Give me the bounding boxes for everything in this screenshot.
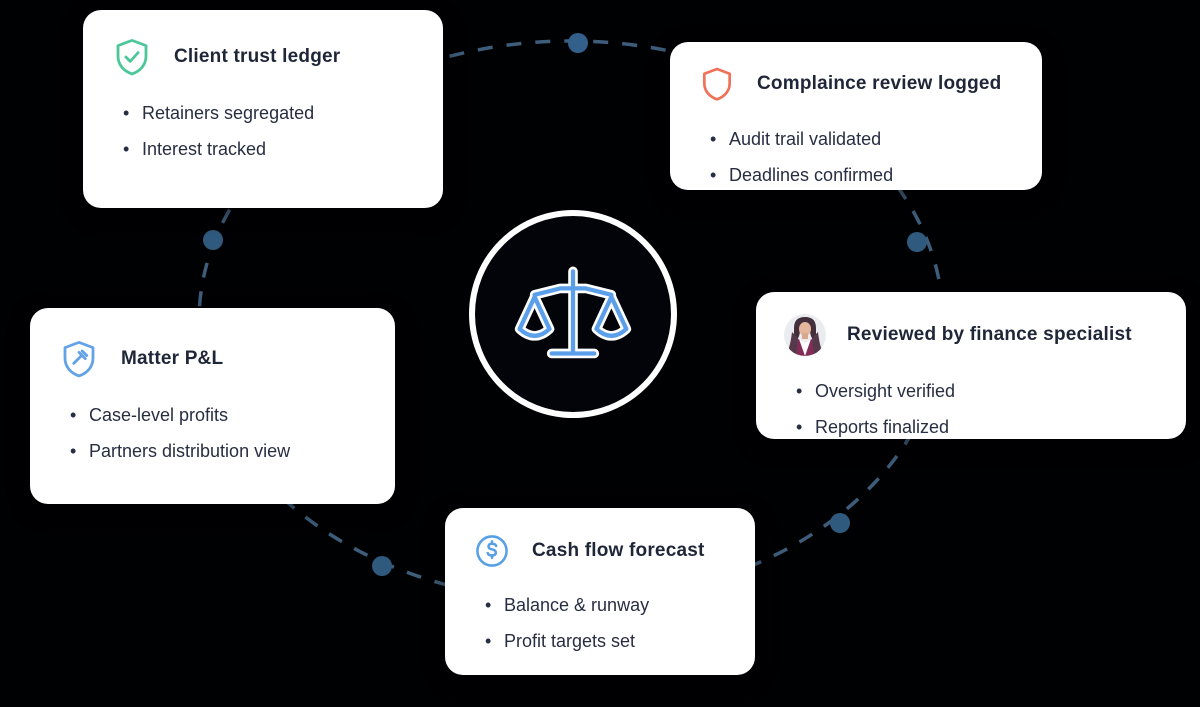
connector-dot [830, 513, 850, 533]
bullet-list: Retainers segregated Interest tracked [111, 95, 415, 167]
bullet-list: Case-level profits Partners distribution… [58, 397, 367, 469]
card-header: Complaince review logged [698, 64, 1014, 104]
card-cash-flow-forecast: Cash flow forecast Balance & runway Prof… [445, 508, 755, 675]
card-title: Reviewed by finance specialist [847, 324, 1132, 345]
bullet-list: Balance & runway Profit targets set [473, 587, 727, 659]
scales-of-justice-icon [514, 266, 632, 359]
connector-dot [203, 230, 223, 250]
bullet-list: Oversight verified Reports finalized [784, 373, 1158, 445]
card-compliance-review: Complaince review logged Audit trail val… [670, 42, 1042, 193]
reviewer-avatar [784, 314, 826, 356]
shield-icon [698, 64, 736, 104]
bullet-item: Audit trail validated [698, 121, 1014, 157]
bullet-item: Profit targets set [473, 623, 727, 659]
shield-check-icon [111, 36, 153, 78]
bullet-item: Partners distribution view [58, 433, 367, 469]
connector-dot [907, 232, 927, 252]
bullet-item: Case-level profits [58, 397, 367, 433]
bullet-item: Interest tracked [111, 131, 415, 167]
card-title: Complaince review logged [757, 73, 1002, 94]
center-badge [469, 210, 677, 418]
card-matter-pl: Matter P&L Case-level profits Partners d… [30, 308, 395, 504]
bullet-item: Reports finalized [784, 409, 1158, 445]
bullet-item: Deadlines confirmed [698, 157, 1014, 193]
card-finance-specialist: Reviewed by finance specialist Oversight… [756, 292, 1186, 445]
card-header: Client trust ledger [111, 36, 415, 78]
bullet-list: Audit trail validated Deadlines confirme… [698, 121, 1014, 193]
card-title: Matter P&L [121, 348, 224, 369]
bullet-item: Retainers segregated [111, 95, 415, 131]
connector-dot [568, 33, 588, 53]
shield-gavel-icon [58, 338, 100, 380]
card-header: Cash flow forecast [473, 532, 727, 570]
card-header: Reviewed by finance specialist [784, 314, 1158, 356]
bullet-item: Balance & runway [473, 587, 727, 623]
bullet-item: Oversight verified [784, 373, 1158, 409]
card-title: Client trust ledger [174, 46, 341, 67]
card-client-trust-ledger: Client trust ledger Retainers segregated… [83, 10, 443, 208]
card-header: Matter P&L [58, 338, 367, 380]
card-title: Cash flow forecast [532, 540, 705, 561]
connector-dot [372, 556, 392, 576]
dollar-circle-icon [473, 532, 511, 570]
